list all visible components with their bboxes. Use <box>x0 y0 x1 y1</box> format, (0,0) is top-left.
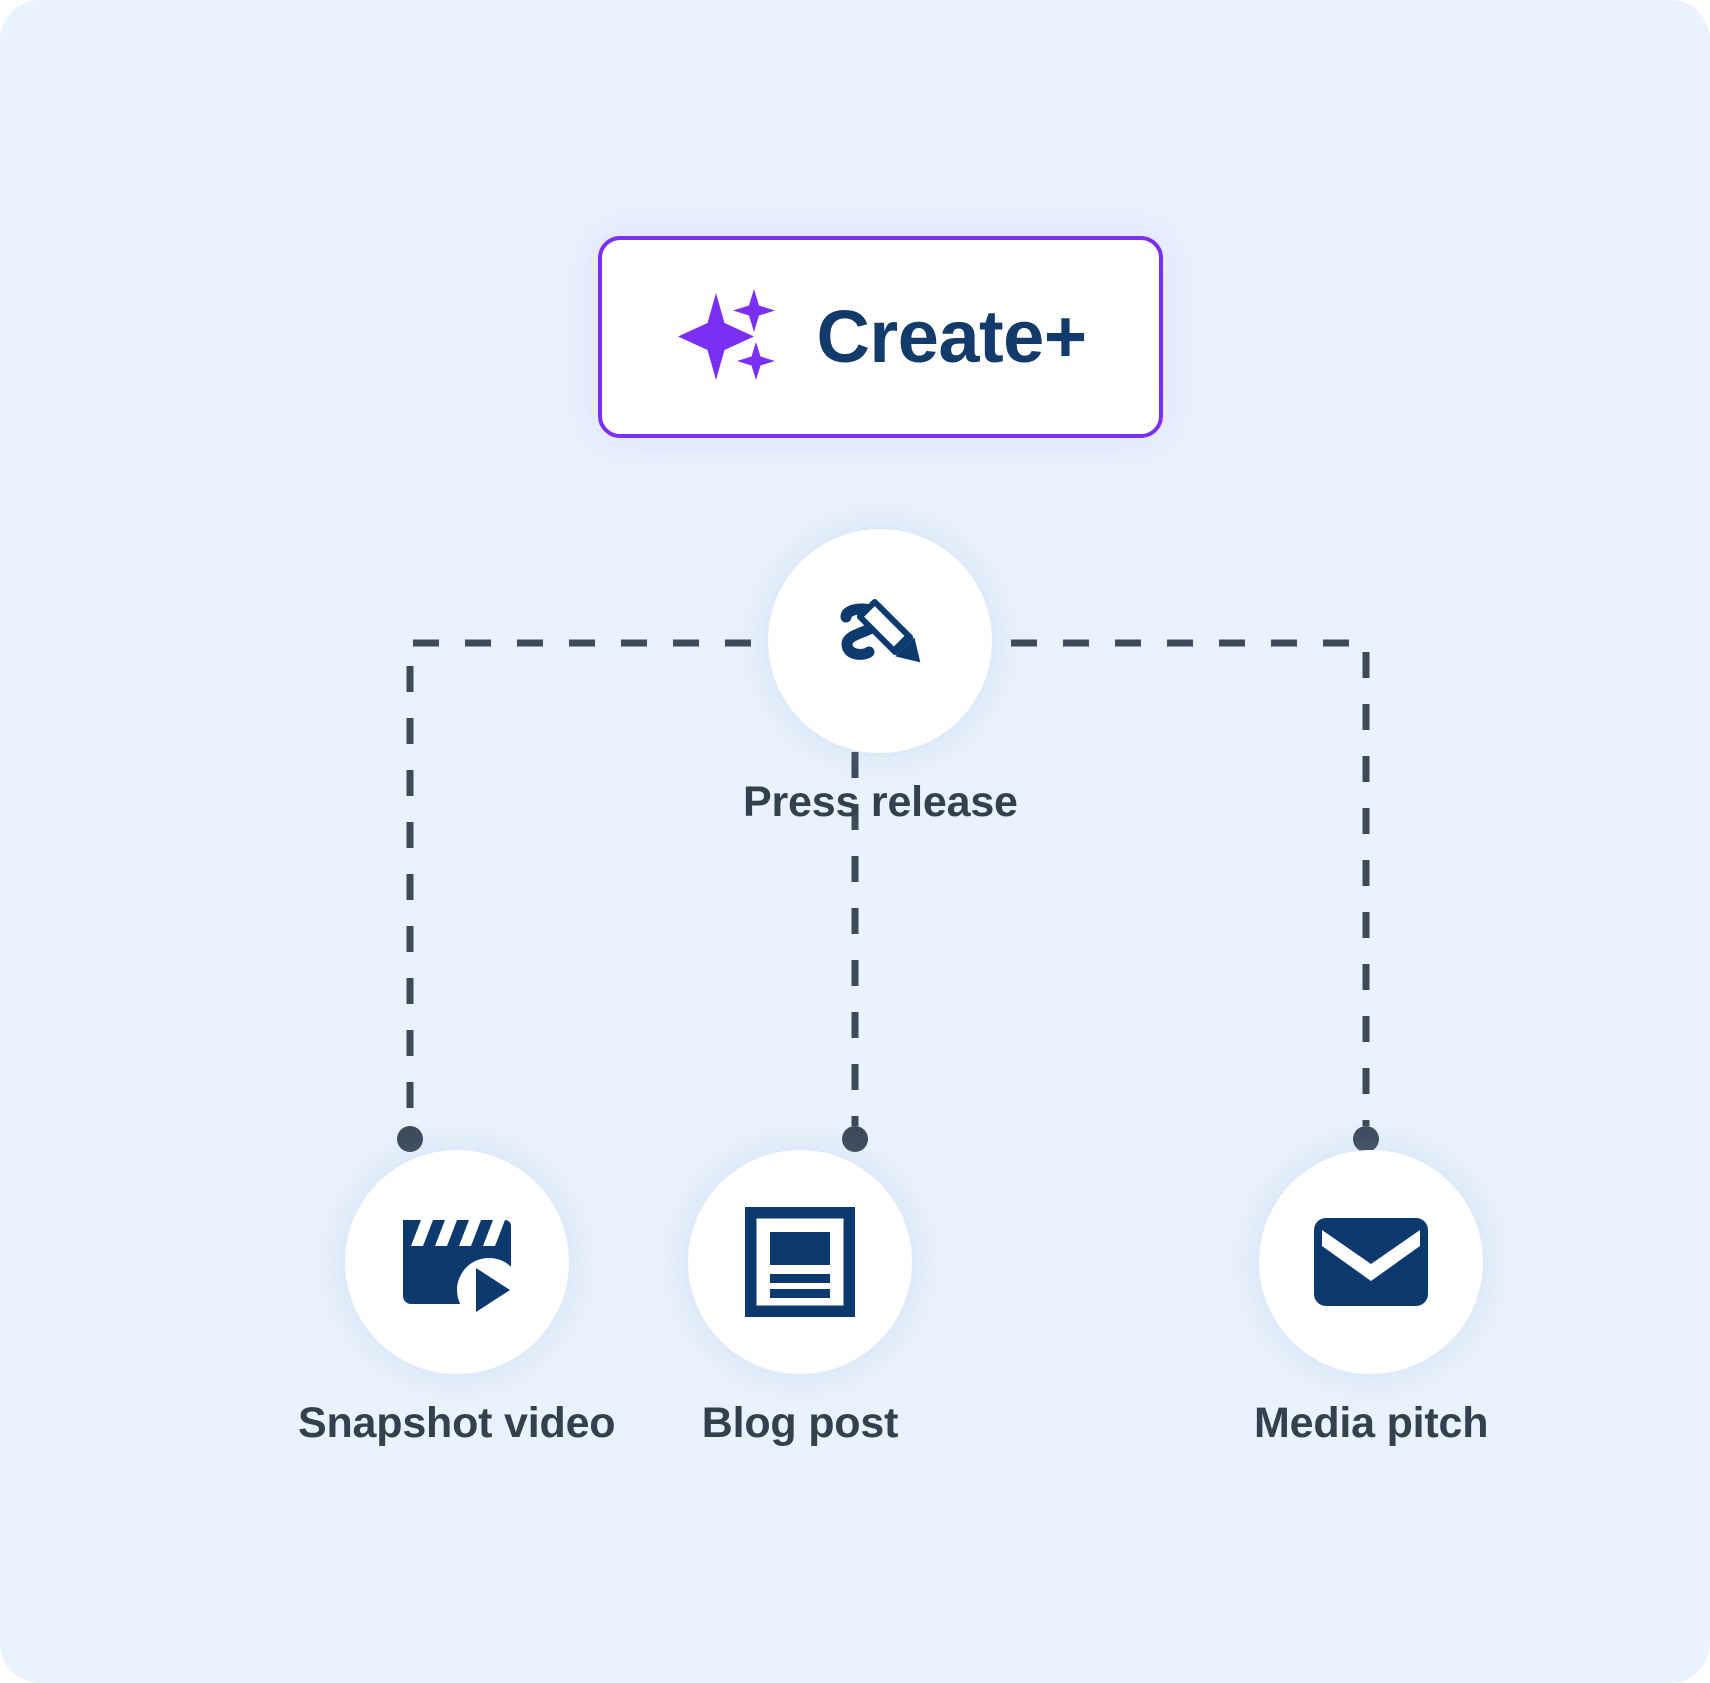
media-pitch-label: Media pitch <box>1254 1399 1489 1447</box>
create-plus-button[interactable]: Create+ <box>598 236 1163 438</box>
clapperboard-play-icon <box>402 1220 511 1312</box>
article-icon <box>745 1207 855 1317</box>
connector-dot-blog-post <box>842 1126 868 1152</box>
pencil-write-icon <box>840 598 921 663</box>
snapshot-video-label: Snapshot video <box>298 1399 616 1447</box>
blog-post-label: Blog post <box>701 1399 899 1447</box>
sparkles-icon <box>678 289 776 380</box>
node-media-pitch[interactable]: Media pitch <box>1254 1150 1489 1447</box>
snapshot-video-circle[interactable] <box>344 1150 569 1374</box>
connector-dot-snapshot-video <box>397 1126 423 1152</box>
envelope-icon <box>1314 1218 1429 1306</box>
media-pitch-circle[interactable] <box>1259 1150 1484 1374</box>
press-release-label: Press release <box>743 778 1018 826</box>
node-blog-post[interactable]: Blog post <box>688 1150 912 1447</box>
press-release-circle[interactable] <box>768 529 993 753</box>
blog-post-circle[interactable] <box>688 1150 912 1374</box>
create-plus-label: Create+ <box>816 295 1087 378</box>
connector-dot-media-pitch <box>1353 1126 1379 1152</box>
node-press-release[interactable]: Press release <box>743 529 1018 826</box>
node-snapshot-video[interactable]: Snapshot video <box>298 1150 616 1447</box>
